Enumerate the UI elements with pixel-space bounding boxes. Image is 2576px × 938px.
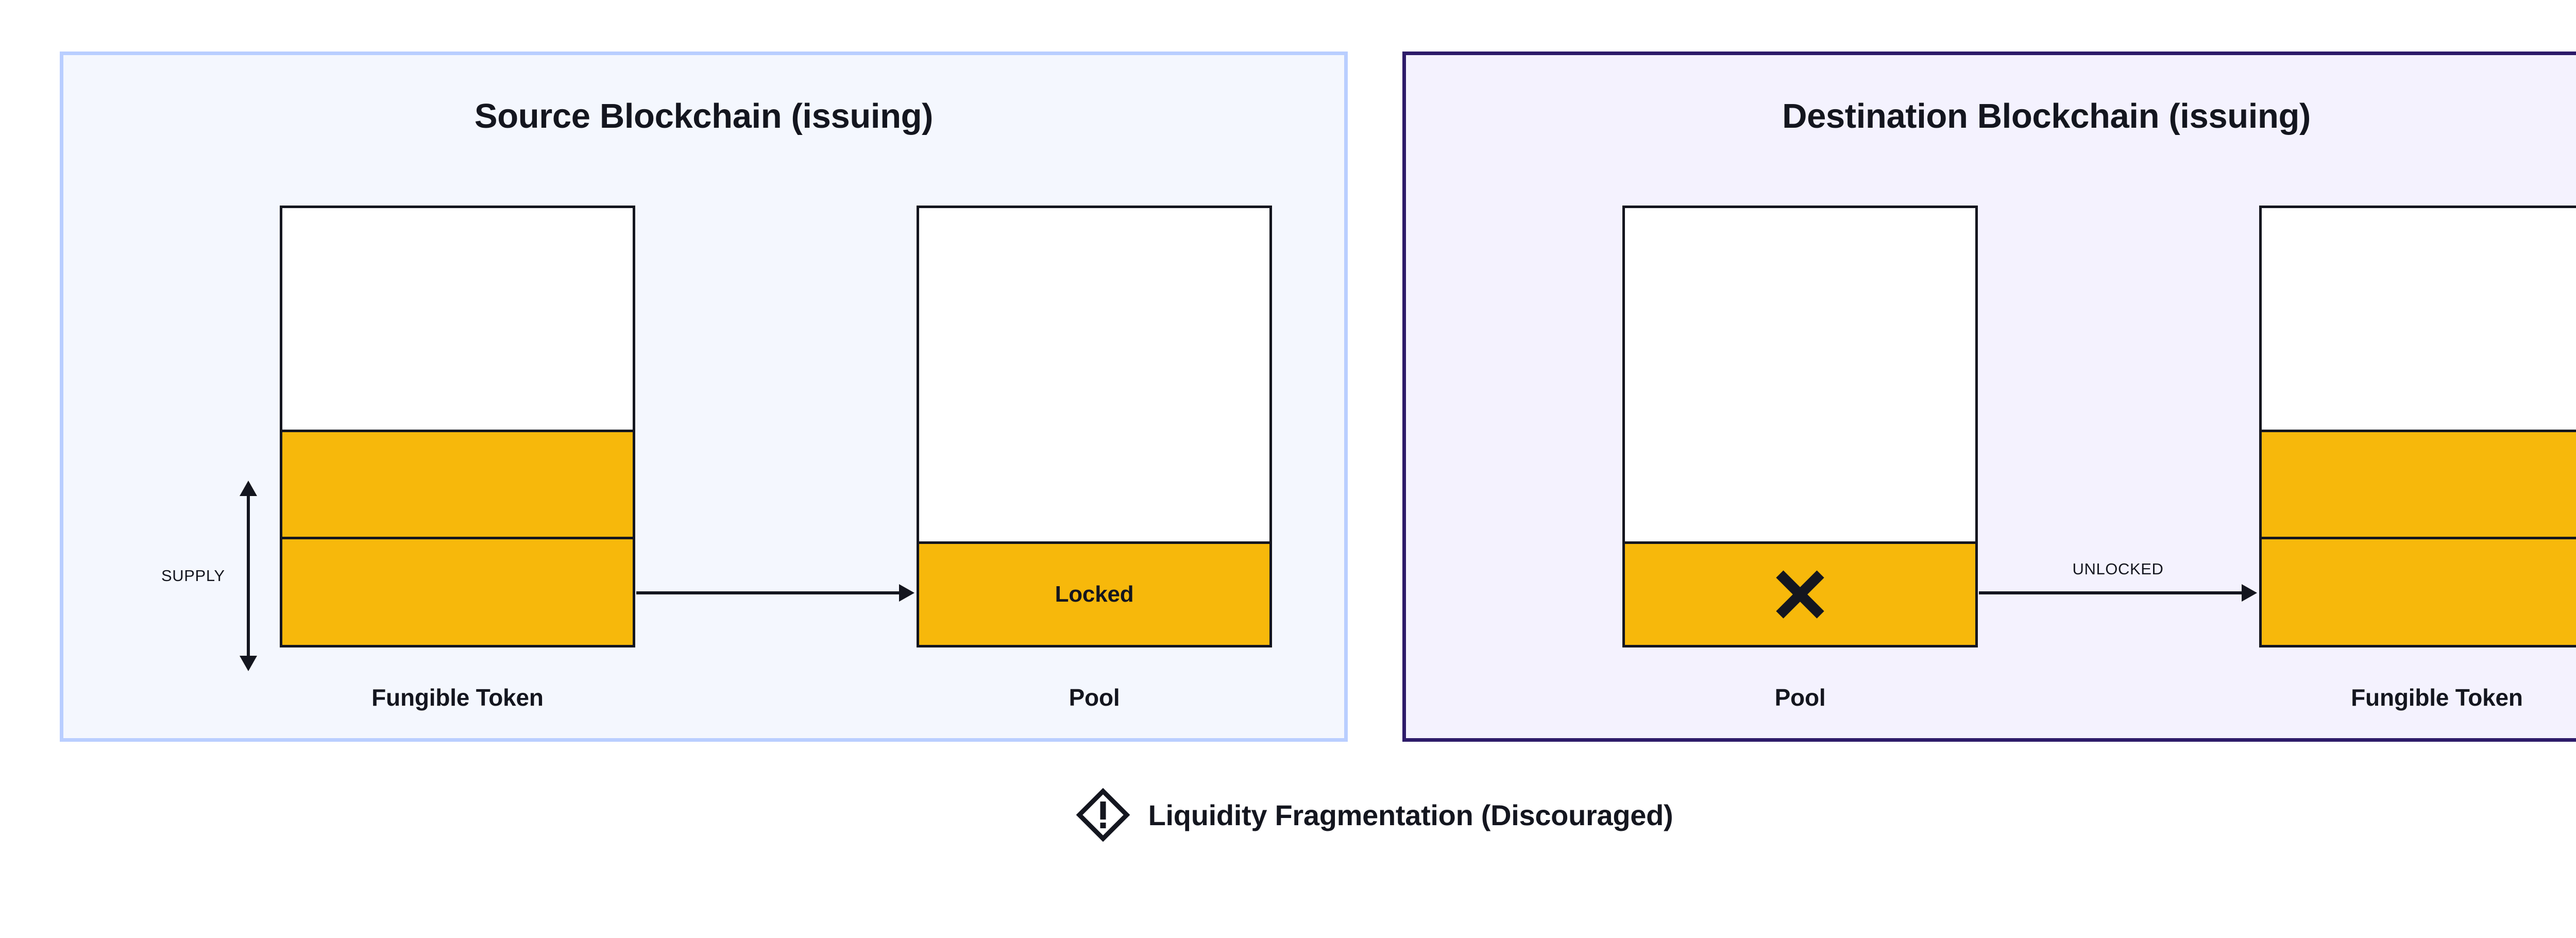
token-segment-gold-lower <box>2262 537 2576 645</box>
supply-double-arrow-icon <box>239 481 257 671</box>
pool-segment-empty <box>1625 208 1975 541</box>
panel-destination-blockchain: Destination Blockchain (issuing) Pool UN… <box>1402 52 2576 742</box>
token-segment-gold-lower <box>282 537 633 645</box>
token-segment-empty <box>282 208 633 430</box>
pool-caption-destination: Pool <box>1774 684 1826 711</box>
fungible-token-group-source: Fungible Token <box>280 206 635 711</box>
pool-box-destination <box>1622 206 1978 647</box>
pool-segment-empty <box>919 208 1269 541</box>
unlock-flow-arrow-destination: UNLOCKED <box>1979 560 2257 602</box>
unlock-flow-arrow-label: UNLOCKED <box>2072 560 2164 578</box>
pool-group-source: Locked Pool <box>917 206 1272 711</box>
token-segment-empty <box>2262 208 2576 430</box>
pool-caption-source: Pool <box>1069 684 1120 711</box>
panel-destination-title: Destination Blockchain (issuing) <box>1782 97 2311 135</box>
footer-caption-text: Liquidity Fragmentation (Discouraged) <box>1148 798 1673 831</box>
pool-segment-locked-label: Locked <box>1055 582 1134 607</box>
x-mark-icon <box>1772 566 1828 623</box>
fungible-token-box-source <box>280 206 635 647</box>
pool-segment-emptied <box>1625 541 1975 645</box>
supply-indicator-source: SUPPLY <box>161 481 257 671</box>
pool-group-destination: Pool <box>1622 206 1978 711</box>
fungible-token-box-destination <box>2259 206 2576 647</box>
warning-diamond-icon <box>1076 788 1130 842</box>
pool-box-source: Locked <box>917 206 1272 647</box>
pool-segment-locked: Locked <box>919 541 1269 645</box>
fungible-token-group-destination: Fungible Token <box>2259 206 2576 711</box>
lock-flow-arrow-source <box>636 584 914 602</box>
fungible-token-caption-destination: Fungible Token <box>2351 684 2523 711</box>
footer-caption: Liquidity Fragmentation (Discouraged) <box>0 788 2576 842</box>
token-segment-gold-upper <box>2262 430 2576 537</box>
panel-source-title: Source Blockchain (issuing) <box>474 97 934 135</box>
panel-source-blockchain: Source Blockchain (issuing) SUPPLY Fungi… <box>60 52 1348 742</box>
token-segment-gold-upper <box>282 430 633 537</box>
supply-label-source: SUPPLY <box>161 567 225 585</box>
fungible-token-caption-source: Fungible Token <box>371 684 544 711</box>
